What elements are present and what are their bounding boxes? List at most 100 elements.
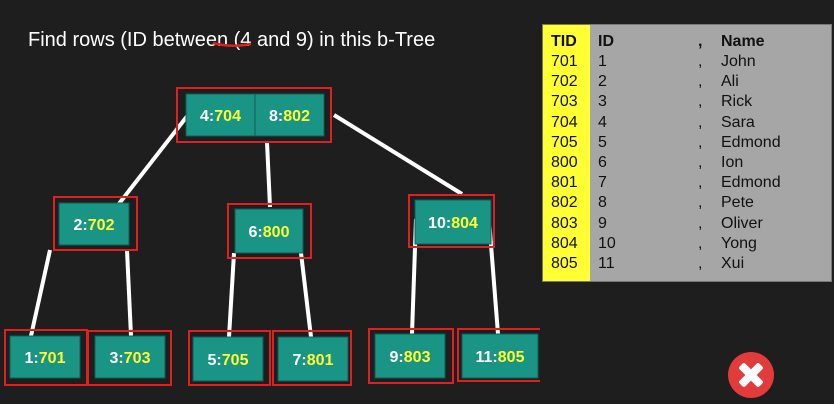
cell-id: 6 xyxy=(598,154,607,171)
node-tid: 702 xyxy=(88,217,115,234)
node-key-label: 10:804 xyxy=(428,215,478,232)
red-underline-annotation xyxy=(212,41,252,47)
node-tid: 701 xyxy=(39,350,66,367)
node-box xyxy=(192,336,264,382)
cell-separator: , xyxy=(698,255,703,272)
cell-id: 3 xyxy=(598,93,607,111)
node-tid: 800 xyxy=(263,224,290,241)
cell-tid: TID xyxy=(551,33,577,50)
cell-id: 1 xyxy=(598,53,607,70)
page-title: Find rows (ID between (4 and 9) in this … xyxy=(28,29,436,51)
node-key-label: 7:801 xyxy=(293,352,334,369)
node-box xyxy=(414,199,492,245)
node-key: 10: xyxy=(428,215,451,232)
cell-id: 4 xyxy=(598,113,607,131)
tree-edge-n6-l5 xyxy=(227,252,236,338)
cell-tid: 701 xyxy=(551,53,578,70)
node-key-label: 1:701 xyxy=(25,350,66,367)
cell-separator: , xyxy=(698,53,703,70)
node-key: 9: xyxy=(390,349,404,366)
cell-id: 2 xyxy=(598,73,607,91)
node-tid: 804 xyxy=(451,215,478,232)
node-key: 1: xyxy=(25,350,39,367)
node-highlight-border xyxy=(188,330,271,386)
cell-separator: , xyxy=(698,154,703,171)
cell-tid: 805 xyxy=(551,255,578,272)
node-tid: 705 xyxy=(222,352,249,369)
cell-separator: , xyxy=(698,93,703,111)
tree-node-n6: 6:800 xyxy=(227,203,312,259)
cell-name: Edmond xyxy=(721,133,781,151)
node-key-label: 3:703 xyxy=(110,350,151,367)
cell-name: Xui xyxy=(721,255,745,272)
tree-node-l3: 3:703 xyxy=(87,330,172,386)
table-row: 800 6, Ion xyxy=(543,154,831,174)
cell-tid: 704 xyxy=(551,113,578,131)
node-highlight-border xyxy=(227,203,312,259)
cell-tid: 703 xyxy=(551,93,578,111)
node-key-label: 8:802 xyxy=(269,108,310,125)
node-highlight-border xyxy=(176,87,332,143)
cell-name: Edmond xyxy=(721,174,781,192)
node-key-label: 6:800 xyxy=(249,224,290,241)
node-key: 5: xyxy=(208,352,222,369)
node-box xyxy=(9,335,81,379)
cell-separator: , xyxy=(698,214,703,232)
tree-node-l5: 5:705 xyxy=(188,330,271,386)
cell-name: John xyxy=(721,53,756,70)
cell-id: 5 xyxy=(598,133,607,151)
node-key: 7: xyxy=(293,352,307,369)
node-key: 6: xyxy=(249,224,263,241)
node-highlight-border xyxy=(368,328,454,384)
cell-separator: , xyxy=(698,194,703,212)
tree-edge-root-n10 xyxy=(332,113,464,196)
cell-id: 10 xyxy=(598,234,616,252)
cell-id: ID xyxy=(598,33,614,50)
cell-separator: , xyxy=(698,33,703,50)
cell-tid: 804 xyxy=(551,234,578,252)
cell-id: 11 xyxy=(598,255,615,272)
close-icon[interactable] xyxy=(728,352,774,398)
node-box xyxy=(374,333,446,379)
node-key: 11: xyxy=(476,349,498,366)
tree-node-l11: 11:805 xyxy=(457,328,540,382)
node-key-label: 2:702 xyxy=(74,217,115,234)
tree-node-n2: 2:702 xyxy=(53,196,138,251)
table-row: 805 11, Xui xyxy=(543,255,831,275)
cell-tid: 802 xyxy=(551,194,578,212)
node-highlight-border xyxy=(87,330,172,386)
cell-name: Ali xyxy=(721,73,739,91)
tree-edge-n2-l3 xyxy=(125,249,133,337)
cell-tid: 800 xyxy=(551,154,578,171)
cell-separator: , xyxy=(698,174,703,192)
tree-edge-n2-l1 xyxy=(29,249,52,337)
cell-id: 9 xyxy=(598,214,607,232)
node-tid: 703 xyxy=(124,350,151,367)
cell-tid: 702 xyxy=(551,73,578,91)
node-box xyxy=(94,335,166,379)
cell-name: Sara xyxy=(721,113,755,131)
tree-node-l1: 1:701 xyxy=(4,329,88,386)
tid-column xyxy=(543,25,590,281)
node-box xyxy=(461,333,539,379)
node-key-label: 9:803 xyxy=(390,349,431,366)
cell-name: Yong xyxy=(721,234,757,252)
cell-tid: 705 xyxy=(551,133,578,151)
node-key-label: 5:705 xyxy=(208,352,249,369)
node-key: 8: xyxy=(269,108,283,125)
cell-id: 8 xyxy=(598,194,607,212)
tree-edge-root-n6 xyxy=(265,141,272,208)
cell-name: Ion xyxy=(721,154,744,171)
